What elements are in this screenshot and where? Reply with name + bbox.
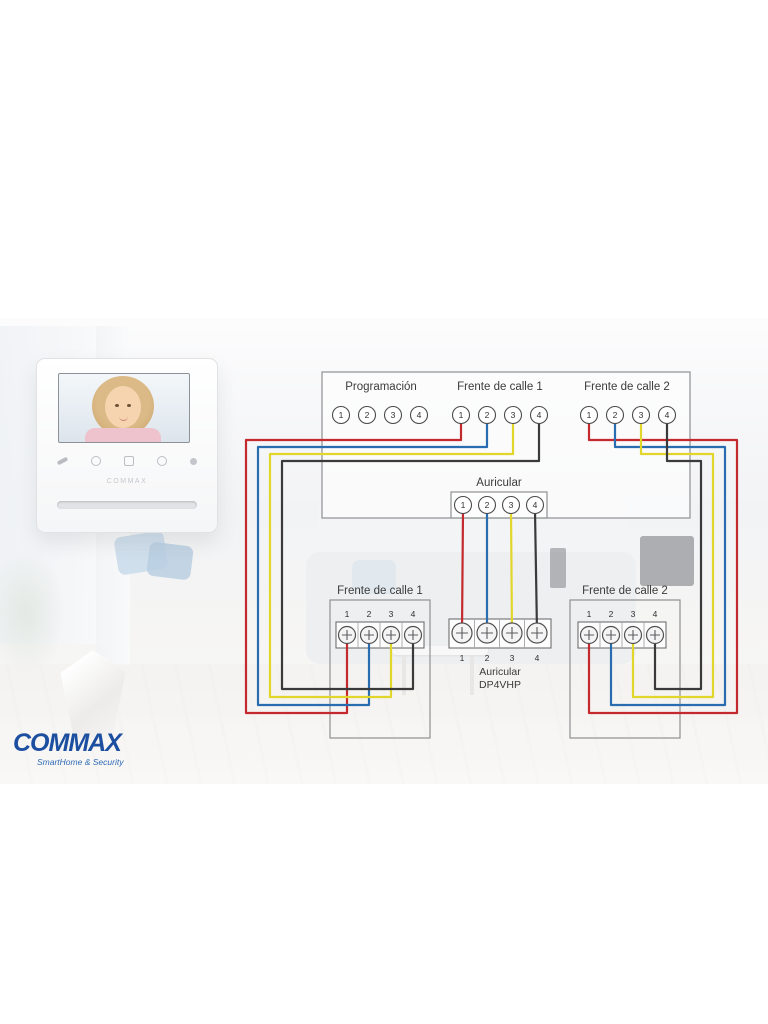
handset-title: Auricular (479, 666, 521, 678)
background-table-leg (402, 655, 406, 695)
handset-screw-1 (451, 622, 473, 644)
wire-auricular-black (533, 509, 539, 634)
background-pillow (352, 560, 396, 594)
screw-number: 3 (510, 653, 515, 663)
screw-number: 4 (411, 609, 416, 619)
wire-fdc2-yellow (631, 421, 715, 699)
handset-screw-4 (526, 622, 548, 644)
monitor-button-icon (124, 456, 134, 466)
auricular-top-label: Auricular (476, 477, 522, 489)
handset-screw-3 (501, 622, 523, 644)
wire-fdc1-blue (256, 421, 489, 707)
caller-shirt (85, 428, 161, 442)
screw-number: 1 (345, 609, 350, 619)
background-floor (0, 664, 768, 784)
wire-fdc1-red (244, 421, 463, 715)
background-plant (0, 548, 66, 678)
terminal-number: 3 (639, 410, 644, 420)
device-brand-text: COMMAX (106, 478, 148, 485)
speaker-grille (57, 501, 197, 509)
caller-eye (115, 404, 119, 407)
screw-number: 4 (535, 653, 540, 663)
talk-button-icon (91, 456, 101, 466)
screw-number: 3 (631, 609, 636, 619)
background-table-leg (470, 655, 474, 695)
frente1-top-label: Frente de calle 1 (457, 381, 543, 393)
screw-number: 4 (653, 609, 658, 619)
background-table (392, 646, 488, 655)
terminal-number: 3 (511, 410, 516, 420)
background-console (640, 536, 694, 586)
screw-number: 2 (367, 609, 372, 619)
handset-screw-2 (476, 622, 498, 644)
terminal-number: 4 (665, 410, 670, 420)
call-button-icon (190, 457, 197, 465)
caller-face (105, 386, 141, 428)
door-station-1-box (329, 599, 431, 739)
terminal-number: 1 (459, 410, 464, 420)
wire-fdc2-blue (609, 421, 727, 707)
terminal-number: 2 (613, 410, 618, 420)
screw-number: 1 (460, 653, 465, 663)
fdc2-screw-3 (623, 625, 643, 645)
programacion-label: Programación (345, 381, 417, 393)
terminal-number: 1 (461, 500, 466, 510)
strip-dividers (474, 619, 525, 648)
frente2-bottom-label: Frente de calle 2 (582, 585, 668, 597)
wire-fdc2-red (587, 421, 739, 715)
background-speaker (550, 548, 566, 588)
logo-wordmark: COMMAX (13, 729, 122, 757)
terminal-number: 3 (509, 500, 514, 510)
handset-model: DP4VHP (479, 679, 521, 691)
terminal-number: 2 (485, 410, 490, 420)
logo-tagline: SmartHome & Security (37, 757, 124, 767)
terminal-number: 2 (485, 500, 490, 510)
fdc1-screw-3 (381, 625, 401, 645)
frente2-top-label: Frente de calle 2 (584, 381, 670, 393)
wire-fdc1-yellow (268, 421, 515, 699)
screw-number: 3 (389, 609, 394, 619)
fdc2-screw-1 (579, 625, 599, 645)
fdc1-screw-4 (403, 625, 423, 645)
terminal-number: 4 (537, 410, 542, 420)
terminal-number: 4 (417, 410, 422, 420)
fdc1-screw-1 (337, 625, 357, 645)
frente1-bottom-label: Frente de calle 1 (337, 585, 423, 597)
wire-auricular-red (460, 509, 465, 634)
caller-eye (127, 404, 131, 407)
touch-button-row (56, 455, 197, 467)
strip-dividers (357, 622, 403, 648)
unlock-button-icon (157, 456, 167, 466)
terminal-number: 4 (533, 500, 538, 510)
terminal-number: 2 (365, 410, 370, 420)
screw-number: 2 (485, 653, 490, 663)
screw-number: 2 (609, 609, 614, 619)
strip-dividers (599, 622, 645, 648)
fdc2-screw-4 (645, 625, 665, 645)
fdc2-screw-2 (601, 625, 621, 645)
door-station-2-box (569, 599, 681, 739)
commax-logo: COMMAX SmartHome & Security (13, 729, 124, 768)
caller-mouth (119, 416, 128, 421)
terminal-number: 1 (587, 410, 592, 420)
wire-fdc1-black (280, 421, 541, 691)
wire-fdc2-black (653, 421, 703, 691)
fdc1-screw-2 (359, 625, 379, 645)
wire-auricular-yellow (509, 509, 514, 634)
terminal-number: 1 (339, 410, 344, 420)
monitor-screen (58, 373, 190, 443)
terminal-number: 3 (391, 410, 396, 420)
phone-icon (56, 456, 69, 466)
screw-number: 1 (587, 609, 592, 619)
intercom-monitor: COMMAX (36, 358, 218, 533)
